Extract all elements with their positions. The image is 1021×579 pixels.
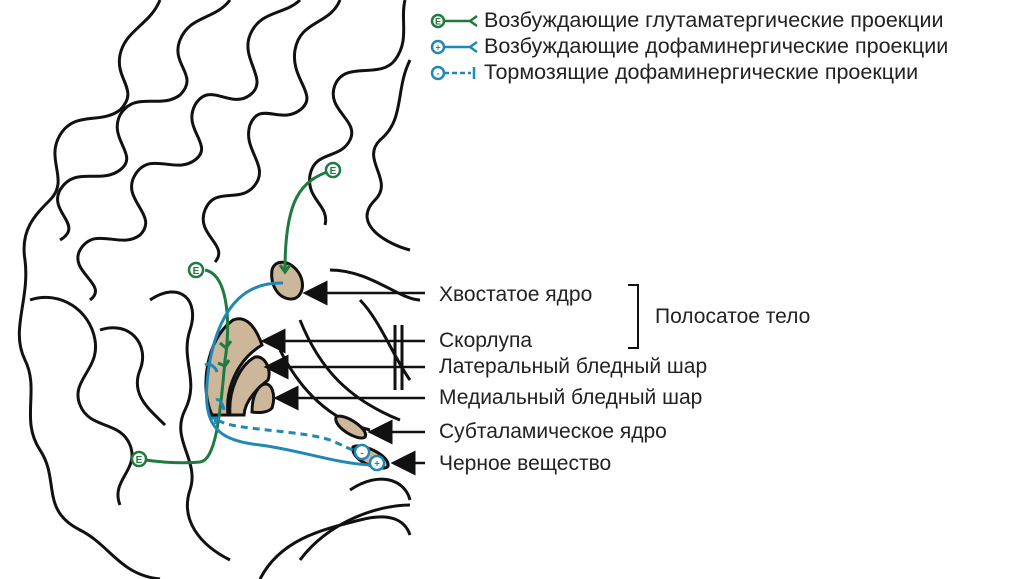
striatum-bracket — [628, 284, 639, 349]
label-caudate: Хвостатое ядро — [439, 283, 593, 306]
legend-excitatory-dopaminergic: Возбуждающие дофаминергические проекции — [484, 34, 949, 58]
glutamatergic-projections — [144, 168, 334, 465]
cortex-outline — [17, 0, 421, 579]
legend-symbol-e: E — [435, 17, 441, 27]
synapse-markers: E E E - + — [130, 161, 386, 472]
excitatory-marker: E — [193, 266, 200, 277]
subthalamic-nucleus — [334, 414, 367, 440]
excitatory-marker: E — [136, 455, 143, 466]
legend-symbols: E + - — [430, 13, 478, 81]
label-substantia-nigra: Черное вещество — [439, 452, 612, 475]
label-subthalamic-nucleus: Субталамическое ядро — [439, 420, 667, 443]
plus-marker: + — [374, 459, 380, 470]
label-medial-globus-pallidus: Медиальный бледный шар — [439, 386, 703, 409]
medial-globus-pallidus — [250, 382, 276, 414]
label-putamen: Скорлупа — [439, 329, 533, 352]
label-lateral-globus-pallidus: Латеральный бледный шар — [439, 355, 708, 378]
label-arrows — [260, 280, 425, 476]
legend-symbol-minus: - — [437, 69, 440, 79]
minus-marker: - — [360, 448, 363, 459]
dopaminergic-projections — [204, 281, 376, 467]
legend-glutamatergic: Возбуждающие глутаматергические проекции — [484, 8, 944, 32]
legend-symbol-plus: + — [435, 43, 440, 53]
excitatory-marker: E — [330, 166, 337, 177]
label-striatum: Полосатое тело — [655, 305, 811, 328]
legend-inhibitory-dopaminergic: Тормозящие дофаминергические проекции — [484, 60, 919, 84]
